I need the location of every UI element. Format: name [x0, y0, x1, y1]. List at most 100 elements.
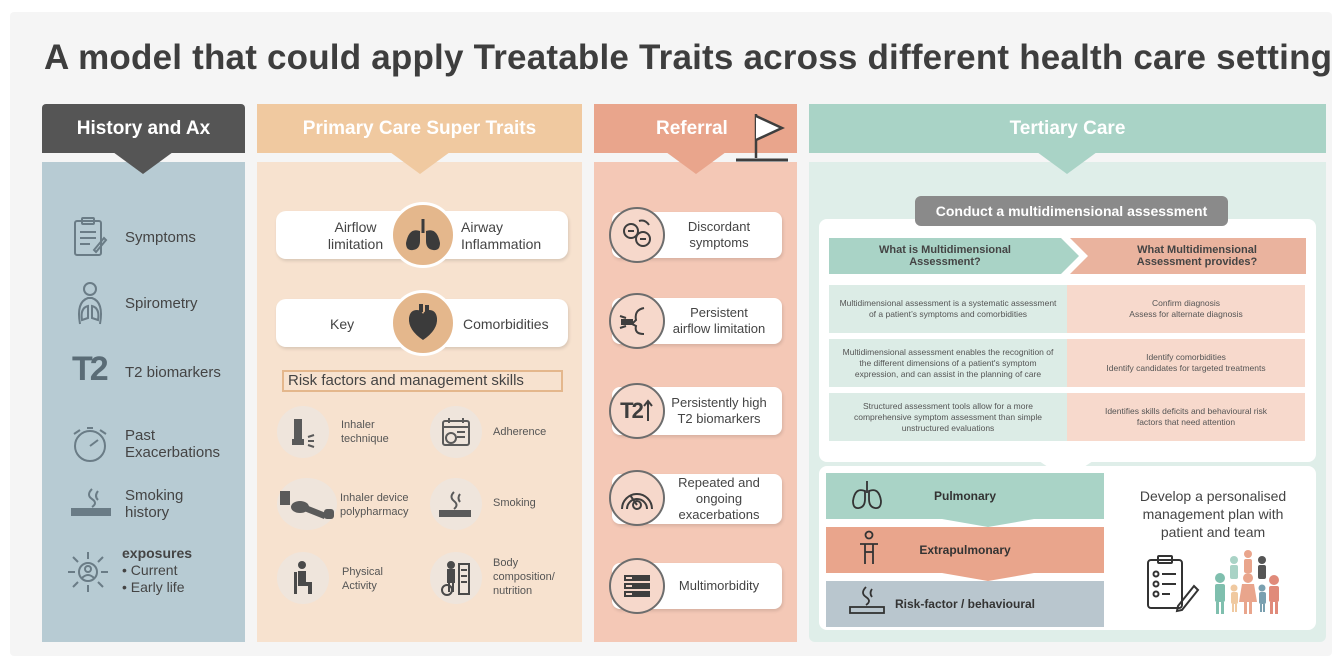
risk-item-smoking — [430, 478, 482, 530]
t2-up-glyph: T2 — [620, 398, 644, 423]
referral-airflow-l2: airflow limitation — [672, 321, 766, 336]
plan-l1: Develop a personalised — [1139, 488, 1287, 504]
risk-label-physical-activity-l1: Physical — [342, 566, 383, 578]
risk-label-physical-activity-l2: Activity — [342, 580, 377, 592]
domain-connector-2 — [942, 573, 1034, 581]
lungs-circle — [390, 202, 456, 268]
exposures-early-life: • Early life — [122, 579, 185, 595]
what-is-head-l2: Assessment? — [909, 256, 981, 268]
person-icon — [856, 530, 882, 573]
history-item-smoking-l1: Smoking — [125, 487, 184, 504]
row-2-right-l1: Identify comorbidities — [1146, 352, 1226, 362]
domain-extrapulmonary-label: Extrapulmonary — [919, 543, 1011, 557]
tertiary-header-label: Tertiary Care — [1009, 117, 1126, 139]
discordant-icon — [609, 207, 665, 263]
tertiary-chevron — [1037, 152, 1097, 174]
provides-head-l2: Assessment provides? — [1136, 256, 1258, 268]
list-icon — [609, 558, 665, 614]
lungs-person-icon — [68, 280, 112, 331]
referral-t2-l2: T2 biomarkers — [677, 411, 761, 426]
domain-connector-1 — [942, 519, 1034, 527]
history-item-spirometry: Spirometry — [125, 295, 198, 312]
history-item-exposures: exposures • Current • Early life — [122, 545, 192, 596]
domain-pulmonary-label: Pulmonary — [933, 489, 996, 503]
scale-person-icon — [441, 561, 470, 596]
t2-icon: T2 — [72, 350, 109, 389]
row-1-right-l1: Confirm diagnosis — [1151, 298, 1221, 308]
assessment-row-1-left: Multidimensional assessment is a systema… — [829, 285, 1067, 333]
history-item-exacerbations: Past Exacerbations — [125, 427, 220, 461]
risk-label-inhaler-polypharmacy-l2: polypharmacy — [340, 506, 409, 518]
airflow-person-icon — [609, 293, 665, 349]
referral-chevron — [666, 152, 726, 174]
seated-person-icon — [294, 561, 312, 594]
row-2-right-l2: Identify candidates for targeted treatme… — [1106, 363, 1266, 373]
what-is-head: What is Multidimensional Assessment? — [829, 238, 1079, 274]
tertiary-header: Tertiary Care — [809, 104, 1326, 153]
risk-item-adherence — [430, 406, 482, 458]
provides-head: What Multidimensional Assessment provide… — [1070, 238, 1306, 274]
risk-item-body-composition — [430, 552, 482, 604]
referral-discordant-l1: Discordant — [687, 219, 751, 234]
risk-label-inhaler-technique: Inhaler technique — [341, 418, 389, 446]
risk-label-adherence: Adherence — [493, 426, 547, 438]
risk-label-inhaler-polypharmacy: Inhaler device polypharmacy — [340, 491, 409, 519]
clipboard-icon — [70, 216, 108, 265]
history-item-exacerbations-l1: Past — [125, 427, 156, 444]
assessment-title: Conduct a multidimensional assessment — [935, 203, 1208, 219]
airflow-l2: limitation — [327, 236, 384, 252]
risk-label-inhaler-polypharmacy-l1: Inhaler device — [340, 492, 409, 504]
exposures-current: • Current — [122, 562, 178, 578]
primary-header-label: Primary Care Super Traits — [302, 117, 537, 139]
risk-item-inhaler-polypharmacy — [277, 478, 337, 530]
airflow-l1: Airflow — [334, 219, 377, 235]
lungs-icon — [850, 479, 884, 516]
history-item-smoking-l2: history — [125, 504, 170, 521]
domain-risk-factor: Risk-factor / behavioural — [826, 581, 1104, 627]
what-is-head-l1: What is Multidimensional — [878, 244, 1011, 256]
assessment-row-3-right: Identifies skills deficits and behaviour… — [1067, 393, 1305, 441]
cigarette-icon — [70, 485, 114, 524]
management-plan-text: Develop a personalised management plan w… — [1118, 487, 1308, 541]
key-label: Key — [330, 316, 355, 332]
row-3-right-l2: factors that need attention — [1136, 417, 1236, 427]
risk-label-body-composition: Body composition/ nutrition — [493, 556, 555, 598]
checklist-icon — [1144, 554, 1200, 619]
primary-chevron — [390, 152, 450, 174]
risk-label-body-composition-l3: nutrition — [493, 585, 533, 597]
referral-exacerbations-l1: Repeated and — [678, 475, 760, 490]
t2-icon-glyph: T2 — [72, 350, 109, 388]
assessment-row-2-left: Multidimensional assessment enables the … — [829, 339, 1067, 387]
risk-label-body-composition-l1: Body — [493, 557, 519, 569]
risk-label-physical-activity: Physical Activity — [342, 565, 383, 593]
inhaler-devices-icon — [280, 491, 334, 519]
airway-l2: Inflammation — [461, 236, 542, 252]
risk-factors-title: Risk factors and management skills — [282, 370, 563, 392]
referral-exacerbations-l2: ongoing — [695, 491, 743, 506]
referral-exacerbations-l3: exacerbations — [678, 507, 760, 522]
risk-label-body-composition-l2: composition/ — [493, 571, 555, 583]
referral-t2-l1: Persistently high — [671, 395, 767, 410]
history-header: History and Ax — [42, 104, 245, 153]
referral-airflow-l1: Persistent — [690, 305, 748, 320]
risk-factors-title-text: Risk factors and management skills — [288, 372, 524, 389]
history-header-label: History and Ax — [76, 117, 211, 139]
inhaler-icon — [292, 419, 315, 448]
exposures-title: exposures — [122, 545, 193, 561]
flag-icon — [732, 110, 792, 169]
referral-multimorbidity-label: Multimorbidity — [678, 578, 760, 593]
assessment-title-box: Conduct a multidimensional assessment — [915, 196, 1228, 226]
referral-header-label: Referral — [656, 117, 728, 139]
cigarette-icon — [848, 585, 888, 622]
history-item-symptoms: Symptoms — [125, 229, 196, 246]
history-chevron — [113, 152, 173, 174]
team-icon — [1212, 548, 1284, 621]
risk-item-physical-activity — [277, 552, 329, 604]
exposure-person-icon — [64, 548, 112, 601]
domain-pulmonary: Pulmonary — [826, 473, 1104, 519]
airway-inflammation-label: Airway Inflammation — [461, 219, 541, 253]
risk-item-inhaler-technique — [277, 406, 329, 458]
plan-l3: patient and team — [1160, 524, 1266, 540]
